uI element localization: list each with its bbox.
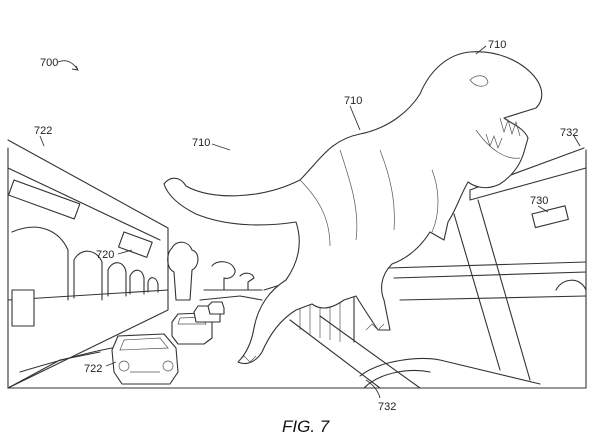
label-figure-number: 700 [40,57,58,69]
label-left-building: 722 [34,125,52,137]
background-trees [167,241,263,301]
car-front [111,333,179,385]
figure-caption: FIG. 7 [282,417,330,436]
label-right-building: 732 [560,127,578,139]
label-right-sign: 730 [530,195,548,207]
scene-frame [7,147,587,389]
label-creature-head: 710 [488,39,506,51]
left-building [7,139,169,389]
reference-leaders [39,45,581,399]
road [7,295,263,389]
label-left-sidewalk: 722 [84,363,102,375]
car-back [193,301,225,323]
label-right-road: 732 [378,401,396,413]
label-creature-back: 710 [344,95,362,107]
label-left-sign: 720 [96,249,114,261]
label-creature-tail: 710 [192,137,210,149]
creature-illustration [163,51,543,365]
